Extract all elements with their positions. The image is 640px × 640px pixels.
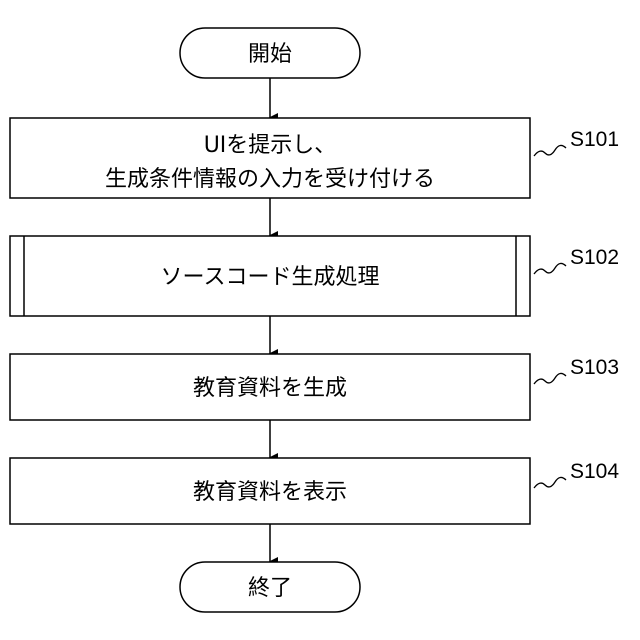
process-s101-label-line1: UIを提示し、	[204, 133, 337, 158]
process-s103-label: 教育資料を生成	[193, 376, 347, 401]
leader-squiggle-s104	[534, 477, 566, 488]
end-label: 終了	[248, 576, 292, 601]
step-id-s103: S103	[570, 356, 619, 379]
leader-squiggle-s103	[534, 373, 566, 384]
process-s104-label: 教育資料を表示	[193, 480, 347, 505]
process-s102-label: ソースコード生成処理	[161, 265, 380, 290]
leader-squiggle-s101	[534, 145, 566, 156]
step-id-s102: S102	[570, 246, 619, 269]
step-id-s104: S104	[570, 460, 619, 483]
step-id-s101: S101	[570, 128, 619, 151]
leader-squiggle-s102	[534, 263, 566, 274]
process-s101-label-line2: 生成条件情報の入力を受け付ける	[105, 167, 435, 192]
start-label: 開始	[248, 42, 292, 67]
